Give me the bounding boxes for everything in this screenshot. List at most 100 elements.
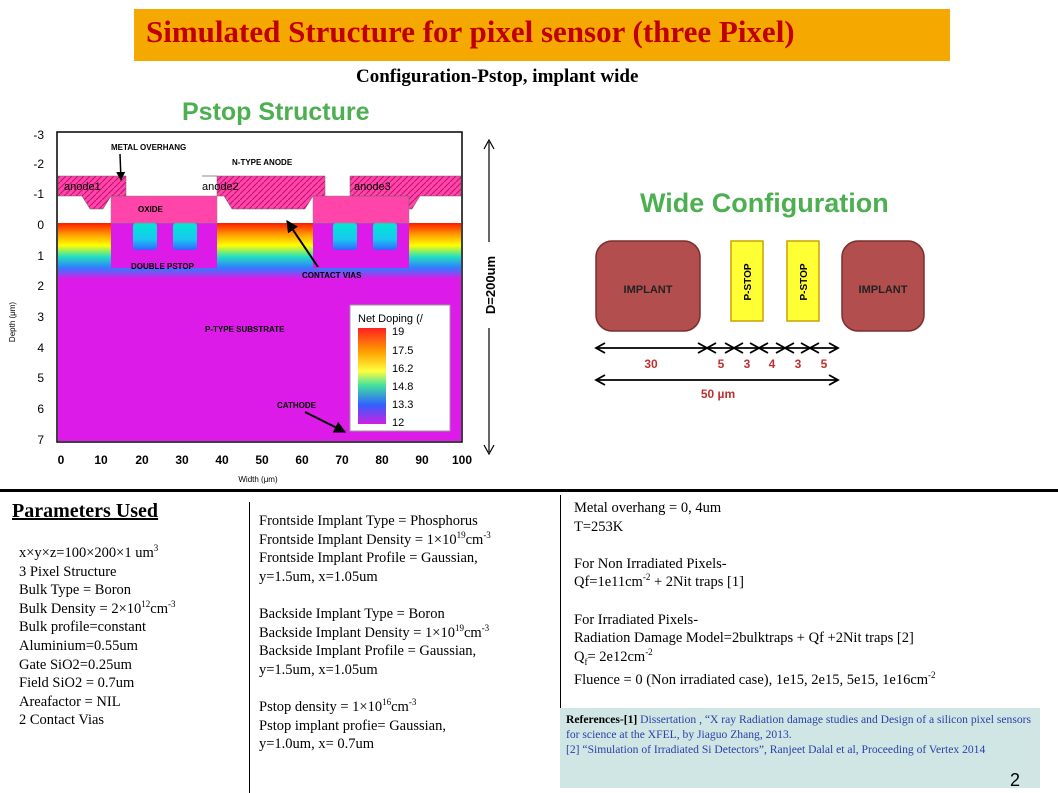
legend-colorbar: [358, 328, 386, 424]
svg-text:12: 12: [392, 417, 404, 429]
svg-text:-1: -1: [33, 187, 44, 201]
parameters-heading: Parameters Used: [12, 500, 159, 522]
p-type-substrate-label: P-TYPE SUBSTRATE: [205, 325, 285, 334]
svg-text:70: 70: [335, 453, 349, 467]
pstop-well: [333, 223, 357, 250]
reference-1[interactable]: Dissertation , “X ray Radiation damage s…: [566, 713, 1032, 741]
param-bulk-profile: Bulk profile=constant: [19, 619, 146, 636]
svg-text:P-STOP: P-STOP: [799, 263, 810, 300]
param-back-density: Backside Implant Density = 1×1019cm-3: [259, 622, 490, 641]
svg-text:30: 30: [644, 357, 658, 371]
column-divider: [249, 502, 250, 793]
double-pstop-label: DOUBLE PSTOP: [131, 262, 195, 271]
param-temperature: T=253K: [574, 518, 624, 535]
reference-2[interactable]: [2] “Simulation of Irradiated Si Detecto…: [566, 743, 986, 756]
dimension-labels: 30 5 3 4 3 5 50 µm: [644, 357, 827, 401]
param-back-profile: Backside Implant Profile = Gaussian,: [259, 643, 477, 660]
params-column-2: Frontside Implant Type = Phosphorus Fron…: [259, 512, 491, 754]
svg-text:5: 5: [821, 357, 828, 371]
param-non-irradiated-qf: Qf=1e11cm-2 + 2Nit traps [1]: [574, 572, 744, 591]
svg-text:30: 30: [175, 453, 189, 467]
anode3-label: anode3: [354, 181, 391, 193]
anode1-metal: [57, 175, 127, 210]
svg-text:60: 60: [295, 453, 309, 467]
dimension-arrows: [594, 342, 840, 386]
slide-title: Simulated Structure for pixel sensor (th…: [146, 14, 795, 49]
svg-text:80: 80: [375, 453, 389, 467]
pstop-structure-figure: Pstop Structure Net Doping (/ 19 17.5 1 6…: [8, 98, 498, 484]
wide-configuration-diagram: Wide Configuration IMPLANT P-STOP P-STOP…: [594, 188, 925, 401]
param-fluence: Fluence = 0 (Non irradiated case), 1e15,…: [574, 670, 936, 689]
x-axis-label: Width (μm): [238, 475, 278, 484]
svg-text:2: 2: [37, 279, 44, 293]
svg-text:100: 100: [452, 453, 472, 467]
cathode-label: CATHODE: [277, 401, 317, 410]
svg-text:17.5: 17.5: [392, 345, 413, 357]
implant-right: [841, 240, 925, 332]
svg-text:1: 1: [37, 249, 44, 263]
anode3-metal: [349, 175, 462, 210]
param-back-type: Backside Implant Type = Boron: [259, 605, 445, 622]
references-label: References-[1]: [566, 713, 638, 726]
section-separator: [0, 489, 1058, 492]
depth-label: D=200um: [483, 256, 498, 314]
references-box: References-[1] Dissertation , “X ray Rad…: [560, 708, 1040, 788]
svg-text:90: 90: [415, 453, 429, 467]
svg-text:19: 19: [392, 326, 404, 338]
svg-text:IMPLANT: IMPLANT: [859, 284, 908, 296]
param-damage-model: Radiation Damage Model=2bulktraps + Qf +…: [574, 630, 914, 647]
anode2-metal: [202, 175, 326, 210]
svg-text:-2: -2: [33, 157, 44, 171]
svg-text:0: 0: [58, 453, 65, 467]
param-aluminium: Aluminium=0.55um: [19, 637, 138, 654]
svg-text:14.8: 14.8: [392, 381, 413, 393]
param-bulk-type: Bulk Type = Boron: [19, 582, 132, 599]
param-pstop-profile-xy: y=1.0um, x= 0.7um: [259, 736, 375, 753]
svg-text:5: 5: [37, 371, 44, 385]
param-areafactor: Areafactor = NIL: [19, 693, 121, 710]
pstop-well: [133, 223, 157, 250]
svg-text:-3: -3: [33, 128, 44, 142]
pstop-2: [786, 240, 820, 322]
anode2-label: anode2: [202, 181, 239, 193]
metal-overhang-label: METAL OVERHANG: [111, 143, 186, 152]
svg-text:P-STOP: P-STOP: [743, 263, 754, 300]
oxide-label: OXIDE: [138, 205, 164, 214]
svg-text:3: 3: [744, 357, 751, 371]
params-column-1: x×y×z=100×200×1 um3 3 Pixel Structure Bu…: [19, 544, 176, 730]
param-field-sio2: Field SiO2 = 0.7um: [19, 675, 135, 692]
oxide-region: [110, 195, 218, 224]
param-irradiated-qf: Qf= 2e12cm-2: [574, 646, 653, 667]
param-pixel-structure: 3 Pixel Structure: [19, 563, 117, 580]
implant-left: [595, 240, 701, 332]
param-pstop-profile: Pstop implant profie= Gaussian,: [259, 717, 446, 734]
param-irradiated-heading: For Irradiated Pixels-: [574, 611, 699, 628]
param-front-type: Frontside Implant Type = Phosphorus: [259, 513, 478, 529]
pstop-well: [373, 223, 397, 250]
param-contact-vias: 2 Contact Vias: [19, 712, 105, 729]
legend-title: Net Doping (/: [358, 313, 424, 325]
wide-config-heading: Wide Configuration: [640, 188, 889, 218]
n-type-anode-label: N-TYPE ANODE: [232, 158, 293, 167]
param-bulk-density: Bulk Density = 2×1012cm-3: [19, 598, 176, 617]
svg-text:IMPLANT: IMPLANT: [624, 284, 673, 296]
pstop-heading: Pstop Structure: [182, 98, 370, 126]
svg-text:4: 4: [769, 357, 776, 371]
param-gate-sio2: Gate SiO2=0.25um: [19, 656, 132, 673]
param-back-profile-xy: y=1.5um, x=1.05um: [259, 661, 378, 678]
params-column-3: Metal overhang = 0, 4um T=253K For Non I…: [574, 499, 936, 690]
svg-text:3: 3: [795, 357, 802, 371]
total-width-label: 50 µm: [701, 387, 735, 401]
param-front-density: Frontside Implant Density = 1×1019cm-3: [259, 529, 491, 548]
pstop-well: [173, 223, 197, 250]
svg-text:10: 10: [94, 453, 108, 467]
param-metal-overhang: Metal overhang = 0, 4um: [574, 500, 722, 516]
svg-text:50: 50: [255, 453, 269, 467]
param-pstop-density: Pstop density = 1×1016cm-3: [259, 697, 417, 715]
title-bar: [134, 9, 950, 61]
page-number: 2: [1010, 770, 1021, 790]
svg-text:7: 7: [37, 433, 44, 447]
y-axis-label: Depth (μm): [8, 302, 17, 343]
x-axis-ticks: 0 10 20 30 40 50 60 70 80 90 100: [58, 453, 473, 467]
param-dimensions: x×y×z=100×200×1 um3: [19, 543, 159, 561]
